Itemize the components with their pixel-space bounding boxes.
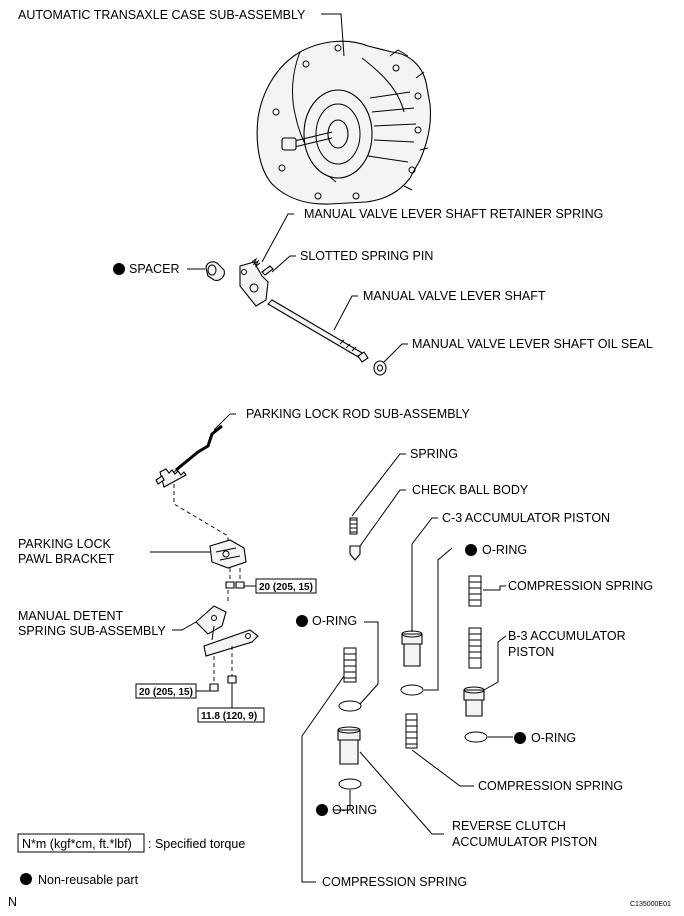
label-detent-1: MANUAL DETENT [18, 609, 123, 623]
label-o-ring-left: O-RING [312, 614, 357, 628]
label-o-ring-bottom: O-RING [332, 803, 377, 817]
torque-value-detent-bottom: 11.8 (120, 9) [201, 711, 257, 722]
spacer-illustration [205, 261, 225, 281]
label-retainer-spring: MANUAL VALVE LEVER SHAFT RETAINER SPRING [304, 207, 603, 221]
check-ball-body-illustration [349, 545, 361, 561]
legend-torque-box [17, 833, 145, 853]
label-lever-shaft: MANUAL VALVE LEVER SHAFT [363, 289, 546, 303]
b3-piston-illustration [463, 686, 485, 717]
torque-box-bracket [255, 578, 317, 594]
o-ring-b3-illustration [464, 731, 488, 743]
torque-value-detent-left: 20 (205, 15) [139, 687, 193, 698]
label-comp-spring-lower: COMPRESSION SPRING [478, 779, 623, 793]
nonreusable-dot-icon [514, 732, 526, 744]
label-check-ball: CHECK BALL BODY [412, 483, 529, 497]
footer-mark: N [8, 895, 17, 909]
label-parking-rod: PARKING LOCK ROD SUB-ASSEMBLY [246, 407, 471, 421]
torque-box-detent-left [135, 683, 197, 699]
torque-value-bracket: 20 (205, 15) [259, 582, 313, 593]
transaxle-case-illustration [256, 40, 432, 205]
manual-detent-spring-illustration [195, 605, 259, 657]
compression-spring-left-illustration [343, 647, 357, 683]
manual-valve-lever-illustration [239, 261, 269, 307]
nonreusable-dot-icon [113, 263, 125, 275]
o-ring-bottom-illustration [338, 778, 362, 790]
label-pawl-bracket-1: PARKING LOCK [18, 537, 112, 551]
label-oil-seal: MANUAL VALVE LEVER SHAFT OIL SEAL [412, 337, 653, 351]
label-b3-2: PISTON [508, 645, 554, 659]
slotted-pin-illustration [261, 265, 274, 276]
spring-small-illustration [349, 517, 358, 535]
compression-spring-b3-illustration [468, 575, 482, 669]
label-detent-2: SPRING SUB-ASSEMBLY [18, 624, 166, 638]
label-o-ring-b3: O-RING [531, 731, 576, 745]
c3-piston-illustration [401, 630, 423, 667]
label-c3-piston: C-3 ACCUMULATOR PISTON [442, 511, 610, 525]
parking-lock-rod-illustration [155, 424, 223, 488]
label-slotted-pin: SLOTTED SPRING PIN [300, 249, 433, 263]
label-b3-1: B-3 ACCUMULATOR [508, 629, 626, 643]
parking-pawl-bracket-illustration [209, 539, 247, 569]
label-comp-spring-bottom: COMPRESSION SPRING [322, 875, 467, 889]
nonreusable-dot-icon [465, 544, 477, 556]
compression-spring-lower-illustration [405, 713, 418, 749]
retainer-spring-illustration [251, 257, 261, 268]
nonreusable-dot-icon [20, 873, 32, 885]
label-spacer: SPACER [129, 262, 179, 276]
figure-id: C135000E01 [630, 901, 671, 908]
label-spring: SPRING [410, 447, 458, 461]
o-ring-c3-illustration [400, 684, 424, 696]
label-pawl-bracket-2: PAWL BRACKET [18, 552, 114, 566]
bracket-bolts-illustration [225, 568, 245, 589]
legend-torque-unit: N*m (kgf*cm, ft.*lbf) [22, 837, 132, 851]
detent-bolts-illustration [209, 646, 237, 692]
o-ring-left-illustration [338, 700, 362, 712]
nonreusable-dot-icon [296, 615, 308, 627]
legend-torque-desc: : Specified torque [148, 837, 245, 851]
label-comp-spring-top: COMPRESSION SPRING [508, 579, 653, 593]
torque-box-detent-bottom [197, 707, 265, 723]
lever-shaft-illustration [267, 299, 369, 363]
label-transaxle-case: AUTOMATIC TRANSAXLE CASE SUB-ASSEMBLY [18, 8, 306, 22]
oil-seal-illustration [373, 360, 387, 376]
reverse-clutch-piston-illustration [337, 726, 361, 765]
nonreusable-dot-icon [316, 804, 328, 816]
legend-nonreusable: Non-reusable part [38, 873, 139, 887]
label-reverse-1: REVERSE CLUTCH [452, 819, 566, 833]
label-o-ring-c3: O-RING [482, 543, 527, 557]
label-reverse-2: ACCUMULATOR PISTON [452, 835, 597, 849]
